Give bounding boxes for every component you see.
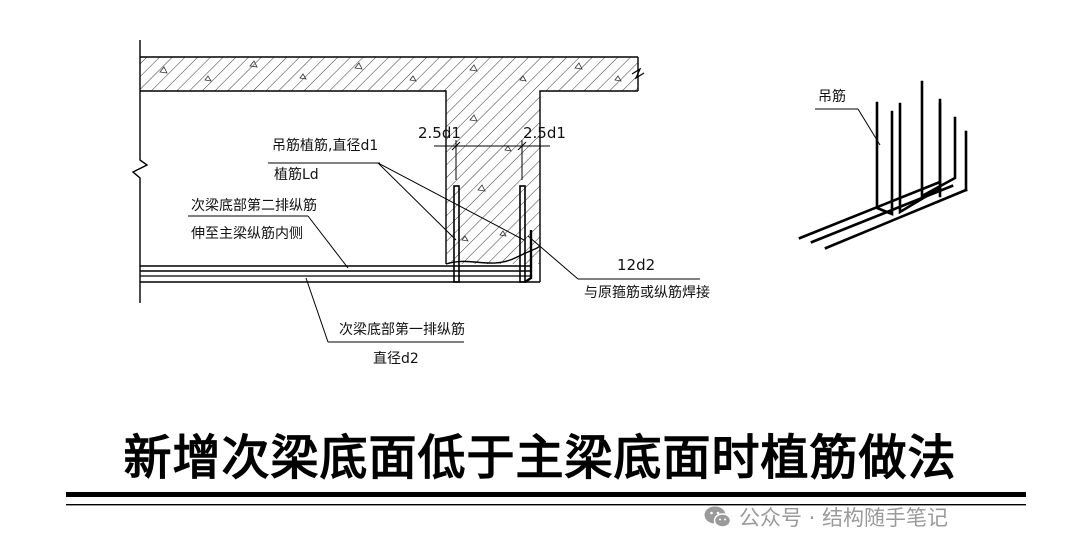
rebar [140,140,550,283]
watermark: 公众号 · 结构随手笔记 [703,502,948,532]
label-weld-length: 12d2 [617,256,655,274]
label-hanger-planted: 吊筋植筋,直径d1 [272,137,378,154]
watermark-text: 公众号 · 结构随手笔记 [739,506,949,530]
label-first-row-1: 次梁底部第一排纵筋 [339,321,465,338]
hanger-detail [798,80,968,250]
beam-outline [131,40,645,303]
label-second-row-1: 次梁底部第二排纵筋 [191,197,317,214]
label-weld-note: 与原箍筋或纵筋焊接 [584,284,710,301]
concrete-hatch [140,57,638,264]
leader-lines [188,162,700,343]
title-underline-thin [66,504,1026,506]
page-title: 新增次梁底面低于主梁底面时植筋做法 [123,430,957,486]
label-hanger-detail: 吊筋 [818,88,846,105]
wechat-icon [704,506,732,528]
label-second-row-2: 伸至主梁纵筋内侧 [191,225,303,242]
label-first-row-2: 直径d2 [373,350,419,367]
hanger-leader [815,108,881,146]
dim-right: 2.5d1 [523,124,566,142]
label-planted-ld: 植筋Ld [274,166,319,183]
title-underline-thick [66,492,1026,497]
dim-left: 2.5d1 [418,124,461,142]
